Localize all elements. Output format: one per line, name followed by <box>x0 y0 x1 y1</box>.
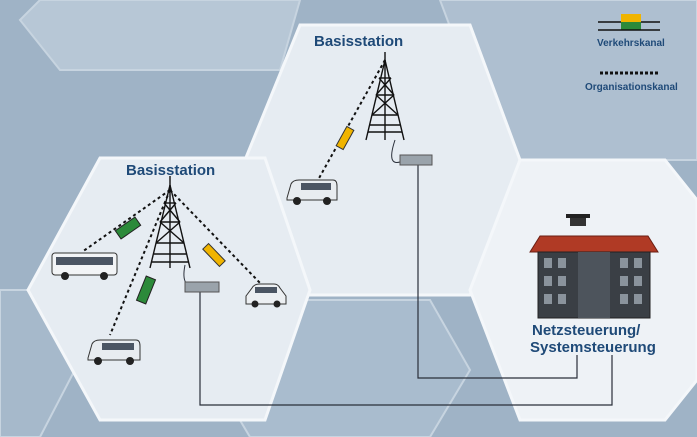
antenna-box-left <box>184 281 220 293</box>
legend-traffic-channel-symbol <box>598 14 660 31</box>
link-left-to-car <box>169 189 263 286</box>
bus-icon <box>51 252 118 280</box>
traffic-channel-marker <box>114 216 142 240</box>
legend-traffic-channel-label: Verkehrskanal <box>597 38 665 49</box>
organisation-channel-marker <box>335 125 355 151</box>
link-top-to-van <box>317 59 386 181</box>
control-center-building-icon <box>529 214 659 319</box>
radio-tower-top <box>365 52 405 141</box>
car-icon <box>245 283 287 308</box>
network-control-label: Netzsteuerung/ <box>532 322 641 339</box>
van-top-icon <box>286 179 338 205</box>
van-left-icon <box>87 339 141 365</box>
link-left-to-bus <box>81 189 171 253</box>
connection-line-left <box>199 290 613 406</box>
antenna-box-top <box>399 154 433 166</box>
organisation-channel-marker <box>202 242 226 268</box>
legend-organisation-channel-label: Organisationskanal <box>585 82 678 93</box>
link-left-to-van <box>109 189 171 336</box>
connection-line-top <box>417 162 578 379</box>
traffic-channel-marker <box>135 275 157 305</box>
base-station-top-label: Basisstation <box>314 33 404 50</box>
base-station-left-label: Basisstation <box>126 162 216 179</box>
system-control-label: Systemsteuerung <box>530 339 656 356</box>
